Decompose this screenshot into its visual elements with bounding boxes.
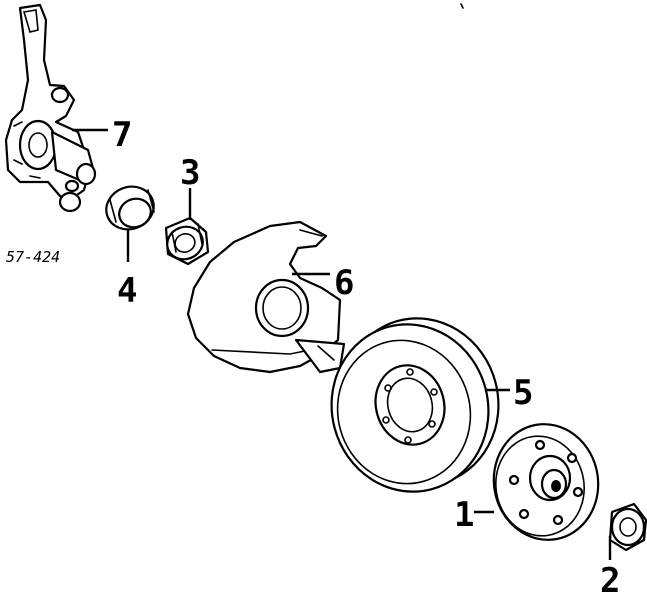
callout-7: 7 xyxy=(112,115,132,155)
callout-4: 4 xyxy=(117,271,137,311)
reference-code: 57-424 xyxy=(6,248,60,266)
steering-knuckle xyxy=(4,3,97,213)
outer-wheel-bearing xyxy=(608,502,647,552)
inner-wheel-bearing xyxy=(164,216,210,266)
callout-1: 1 xyxy=(454,495,474,535)
grease-seal xyxy=(105,185,155,231)
callout-6: 6 xyxy=(334,263,354,303)
callout-5: 5 xyxy=(513,373,533,413)
leader-lines xyxy=(72,128,612,560)
callout-3: 3 xyxy=(180,153,200,193)
callout-2: 2 xyxy=(600,561,620,600)
corner-mark xyxy=(460,3,464,9)
brake-disc-rotor xyxy=(330,317,500,493)
wheel-hub xyxy=(492,423,600,541)
dust-shield xyxy=(186,220,346,374)
